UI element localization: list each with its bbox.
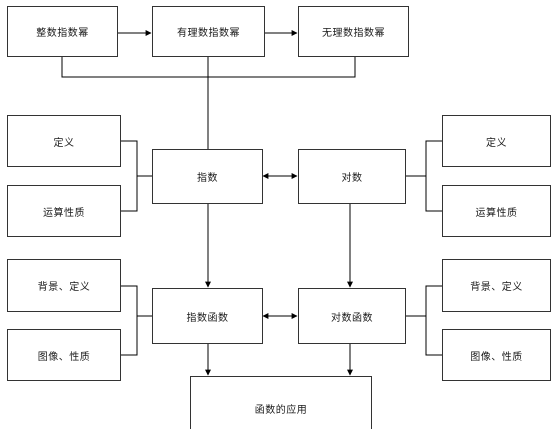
node-log-definition: 定义: [442, 115, 551, 167]
node-exp-definition: 定义: [7, 115, 121, 167]
node-label: 指数函数: [186, 312, 229, 324]
node-label: 无理数指数幂: [322, 28, 385, 39]
node-exp-func-graph: 图像、性质: [7, 329, 121, 381]
node-label: 对数: [341, 173, 363, 184]
node-log-properties: 运算性质: [442, 185, 551, 237]
node-logarithm: 对数: [298, 149, 406, 204]
node-log-func-background: 背景、定义: [442, 259, 551, 312]
node-exp-func-background: 背景、定义: [7, 259, 121, 312]
node-label: 指数: [197, 173, 218, 184]
node-label: 图像、性质: [470, 351, 523, 363]
node-label: 有理数指数幂: [177, 28, 240, 39]
node-label: 定义: [486, 137, 507, 149]
node-label: 背景、定义: [470, 282, 523, 293]
node-label: 图像、性质: [37, 351, 91, 363]
node-label: 函数的应用: [254, 405, 308, 416]
connector-right-lower-bracket: [425, 285, 442, 356]
node-exponent: 指数: [152, 149, 263, 204]
node-label: 运算性质: [475, 207, 518, 219]
node-label: 对数函数: [331, 312, 373, 324]
node-logarithmic-function: 对数函数: [298, 288, 406, 344]
node-rational-power: 有理数指数幂: [152, 6, 265, 57]
connector-left-lower-bracket: [121, 285, 138, 356]
node-label: 运算性质: [43, 207, 85, 219]
node-label: 定义: [53, 137, 75, 149]
node-irrational-power: 无理数指数幂: [298, 6, 409, 57]
node-exp-properties: 运算性质: [7, 185, 121, 237]
node-integer-power: 整数指数幂: [7, 6, 118, 57]
node-label: 整数指数幂: [36, 28, 89, 39]
node-label: 背景、定义: [37, 282, 91, 293]
node-applications: 函数的应用: [190, 376, 372, 429]
connector-right-upper-bracket: [425, 140, 442, 212]
node-log-func-graph: 图像、性质: [442, 329, 551, 381]
node-exponential-function: 指数函数: [152, 288, 263, 344]
connector-left-upper-bracket: [121, 140, 138, 212]
